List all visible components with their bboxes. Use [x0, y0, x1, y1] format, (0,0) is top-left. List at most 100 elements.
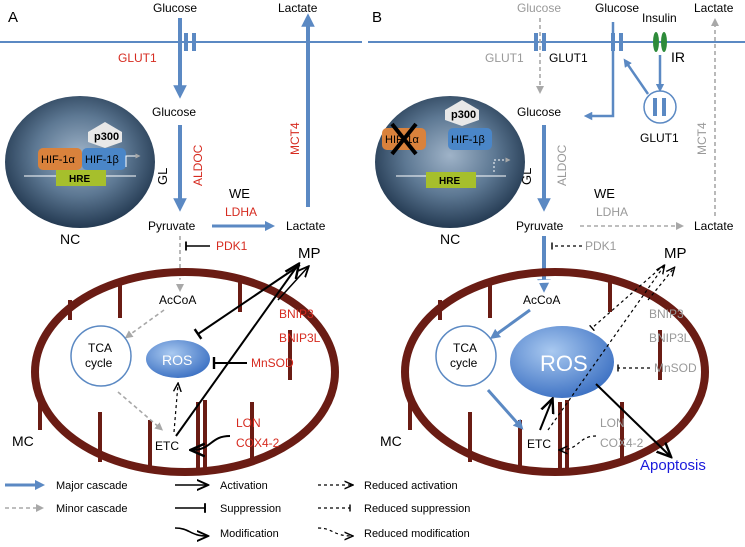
hre-box-b [426, 172, 476, 188]
bnip3-label-b: BNIP3 [649, 307, 684, 321]
ldha-label-a: LDHA [225, 205, 257, 219]
p300-shape-b [445, 100, 479, 126]
mp-label-b: MP [664, 245, 687, 262]
glut1-grey-label-b: GLUT1 [485, 51, 524, 65]
panel-a-letter: A [8, 9, 18, 26]
lon-label-b: LON [600, 416, 625, 430]
transcription-arrow-dotted-b [493, 157, 511, 172]
aldoc-label-a: ALDOC [191, 144, 205, 186]
insulin-receptor-b-2 [661, 32, 667, 52]
bnip3l-label-a: BNIP3L [279, 331, 321, 345]
lactate-inside-b: Lactate [694, 219, 734, 233]
hif1b-label-a: HIF-1β [85, 154, 119, 166]
insulin-receptor-b [653, 32, 659, 52]
legend-activation: Activation [220, 480, 268, 492]
tca-etc-arrow-a [117, 391, 164, 431]
bnip3-mp-reduced-activation-b [647, 268, 674, 301]
lon-label-a: LON [236, 416, 261, 430]
glut1-vesicle-b [643, 90, 677, 124]
mp-ros-reduced-suppression-b [589, 264, 665, 332]
hre-label-a: HRE [69, 174, 90, 185]
mc-label-a: MC [12, 433, 34, 449]
lactate-inside-a: Lactate [286, 219, 326, 233]
glut1-transporter-a [184, 33, 188, 51]
ros-b [510, 326, 614, 398]
legend-reduced-suppression: Reduced suppression [364, 503, 470, 515]
transcription-arrow-a [125, 153, 141, 167]
legend-suppression: Suppression [220, 503, 281, 515]
pyruvate-a: Pyruvate [148, 219, 196, 233]
etc-label-a: ETC [155, 439, 179, 453]
glucose-inside-b: Glucose [517, 105, 561, 119]
glut1-glucose-entry-b [583, 22, 615, 121]
tca-line2-a: cycle [85, 356, 113, 370]
cox4-2-label-a: COX4-2 [236, 436, 280, 450]
legend-major-cascade: Major cascade [56, 480, 128, 492]
lactate-outside-a: Lactate [278, 1, 318, 15]
p300-label-a: p300 [94, 131, 119, 143]
legend-modification-swatch [174, 527, 207, 536]
glut1-vesicle-label-b: GLUT1 [640, 131, 679, 145]
mitochondria-inner-a [42, 279, 328, 465]
hif1a-blocked-cross-b [390, 122, 418, 156]
ros-a [146, 340, 210, 378]
mct4-label-a: MCT4 [288, 122, 302, 155]
mct4-label-b: MCT4 [695, 122, 709, 155]
cox-etc-reduced-modification-b [560, 435, 597, 450]
insulin-label-b: Insulin [642, 11, 677, 25]
hif1b-box-b [448, 128, 492, 150]
mitochondria-outer-b [401, 268, 709, 476]
legend: Major cascade Minor cascade Activation S… [5, 480, 470, 540]
we-label-a: WE [229, 186, 250, 201]
we-label-b: WE [594, 186, 615, 201]
glucose-outside-1-b: Glucose [517, 1, 561, 15]
glut1-black-transporter-b-2 [619, 33, 623, 51]
mp-ros-suppression-a [193, 264, 301, 340]
mp-label-a: MP [298, 245, 321, 262]
pyruvate-b: Pyruvate [516, 219, 564, 233]
pdk1-label-a: PDK1 [216, 239, 248, 253]
apoptosis-label-b: Apoptosis [640, 457, 706, 474]
ros-label-b: ROS [540, 351, 588, 376]
mnsod-label-b: MnSOD [654, 361, 697, 375]
pdk1-label-b: PDK1 [585, 239, 617, 253]
hre-label-b: HRE [439, 176, 460, 187]
bnip3-label-a: BNIP3 [279, 307, 314, 321]
ldha-label-b: LDHA [596, 205, 628, 219]
glut1-black-label-b: GLUT1 [549, 51, 588, 65]
hre-box-a [56, 170, 106, 186]
accoa-tca-arrow-a [124, 309, 165, 339]
bnip3-mp-activation-a [277, 267, 308, 301]
glut1-vesicle-bar-2 [662, 98, 666, 116]
etc-mp-activation-a [175, 265, 298, 437]
hif1b-box-a [82, 148, 126, 170]
glut1-vesicle-bar-1 [653, 98, 657, 116]
legend-reduced-activation: Reduced activation [364, 480, 458, 492]
accoa-label-a: AcCoA [159, 293, 196, 307]
lactate-outside-b: Lactate [694, 1, 734, 15]
tca-line2-b: cycle [450, 356, 478, 370]
panel-b-letter: B [372, 9, 382, 26]
p300-label-b: p300 [451, 109, 476, 121]
hif1b-label-b: HIF-1β [451, 134, 485, 146]
aldoc-label-b: ALDOC [555, 144, 569, 186]
ros-apoptosis-arrow-b [595, 383, 670, 456]
mc-label-b: MC [380, 433, 402, 449]
tca-cycle-a [70, 325, 132, 387]
panel-b: B Glucose Glucose Insulin Lactate GLUT1 … [368, 1, 745, 476]
glucose-outside-2-b: Glucose [595, 1, 639, 15]
nc-label-a: NC [60, 231, 80, 247]
legend-reduced-modification: Reduced modification [364, 528, 470, 540]
tca-line1-b: TCA [453, 341, 477, 355]
tca-line1-a: TCA [88, 341, 112, 355]
legend-reduced-modification-swatch [317, 527, 352, 536]
tca-cycle-b [435, 325, 497, 387]
mitochondria-inner-b [412, 279, 698, 465]
glut1-grey-transporter-b-2 [542, 33, 546, 51]
p300-shape-a [88, 122, 122, 148]
legend-minor-cascade: Minor cascade [56, 503, 128, 515]
accoa-label-b: AcCoA [523, 293, 560, 307]
etc-ros-activation-b [539, 400, 552, 431]
etc-ros-reduced-activation-a [174, 384, 178, 433]
